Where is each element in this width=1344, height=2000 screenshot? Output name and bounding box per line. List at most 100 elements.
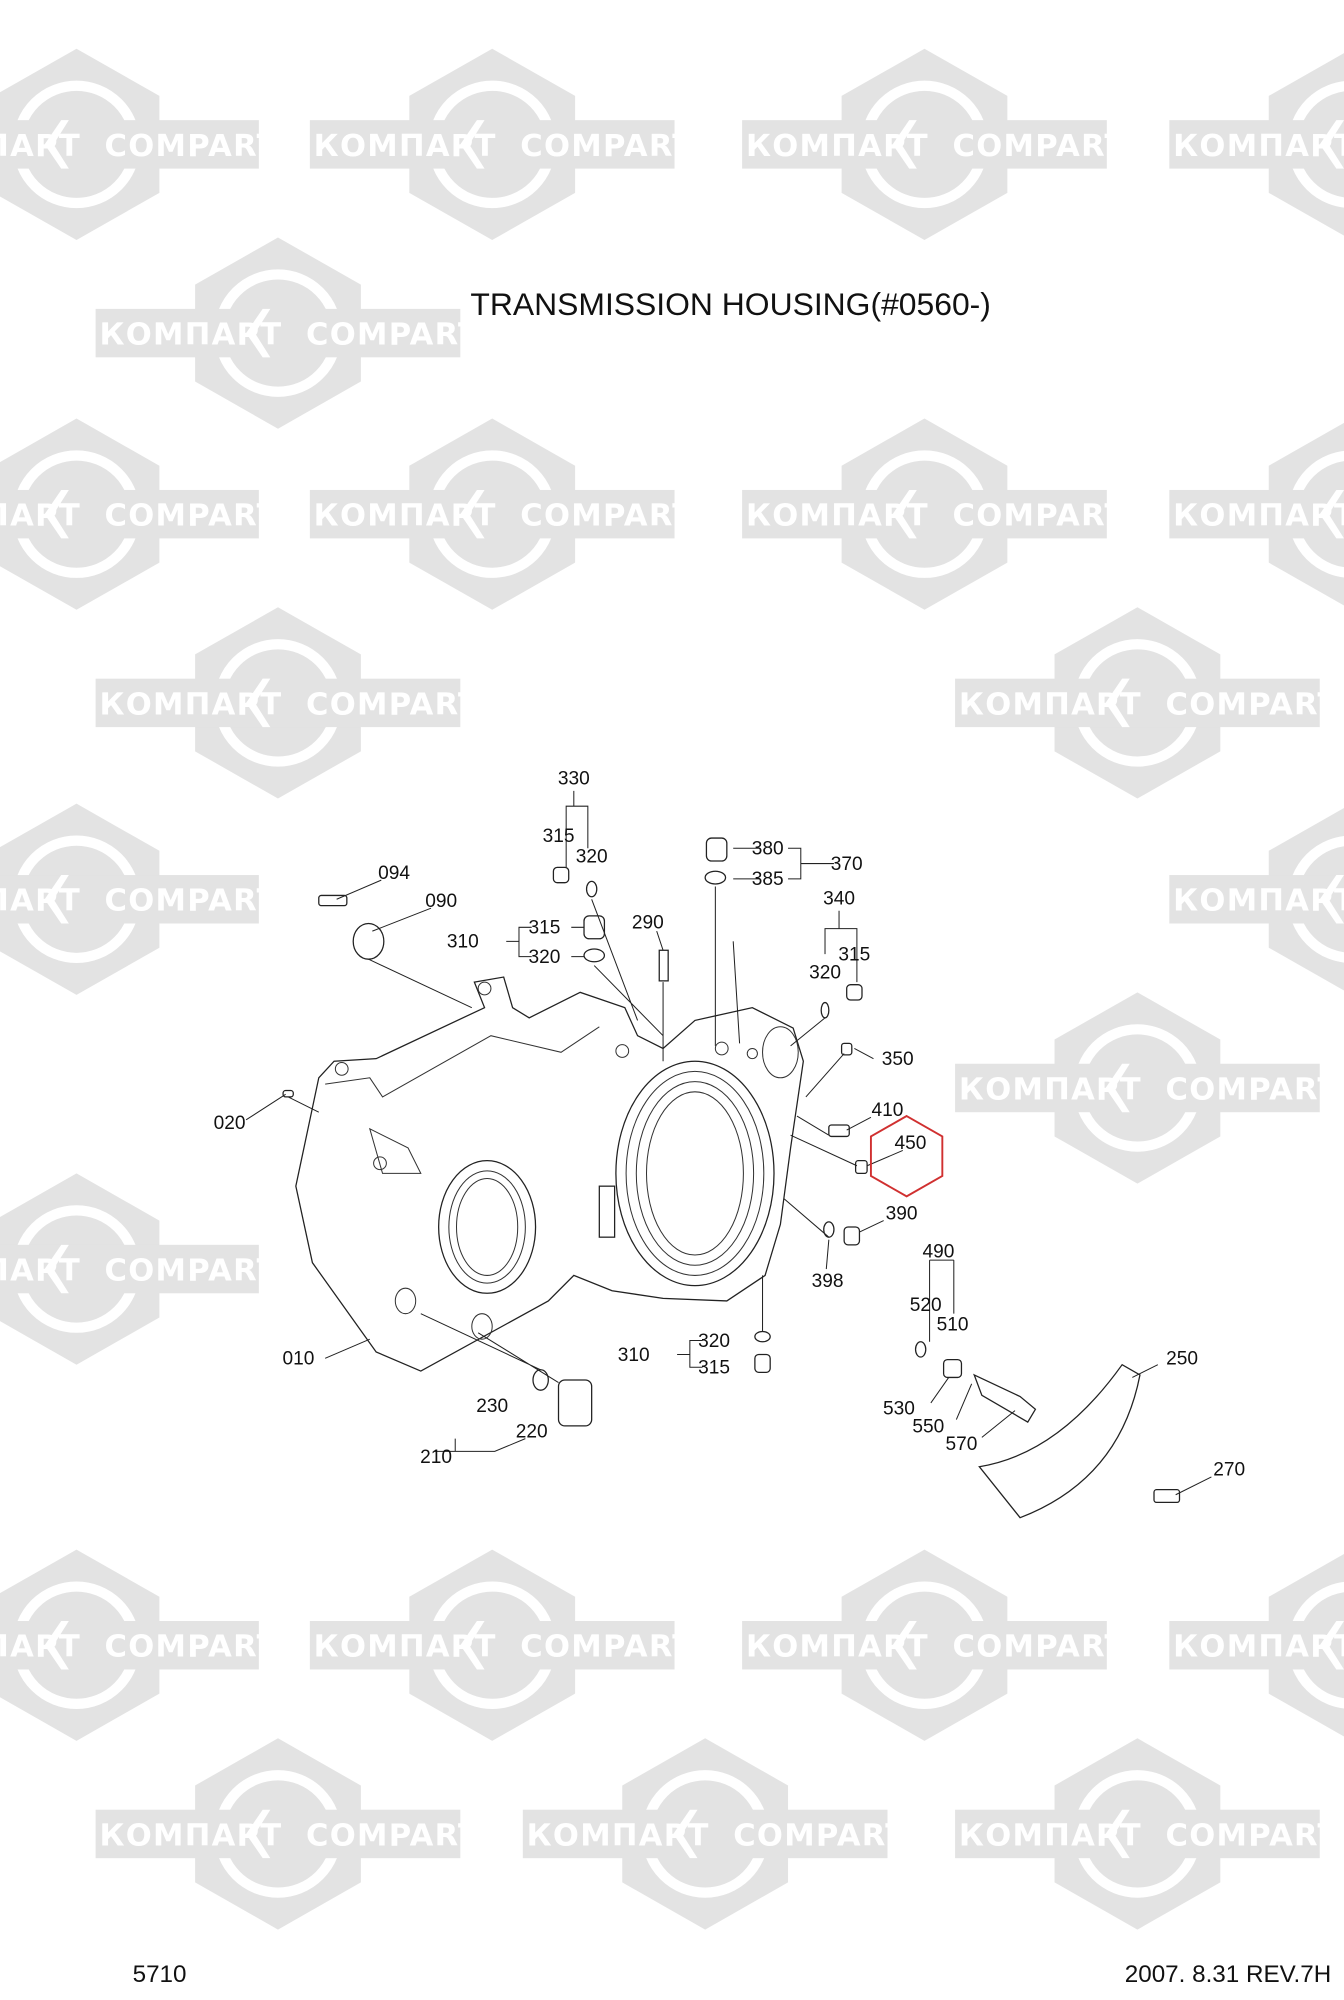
part-callout: 290	[632, 913, 664, 934]
part-callout: 530	[883, 1398, 915, 1419]
svg-text:КОМПАРТ: КОМПАРТ	[527, 1818, 710, 1853]
transmission-housing-drawing	[295, 976, 804, 1372]
svg-text:КОМПАРТ: КОМПАРТ	[746, 1630, 929, 1665]
svg-text:COMPART: COMPART	[306, 687, 480, 722]
watermark-logo: КОМПАРТ COMPART	[0, 803, 279, 995]
svg-text:КОМПАРТ: КОМПАРТ	[99, 318, 282, 353]
watermark-logo: КОМПАРТ COMPART	[309, 1549, 694, 1741]
highlight-hexagon	[869, 1114, 944, 1198]
svg-text:КОМПАРТ: КОМПАРТ	[1173, 499, 1344, 534]
svg-text:COMPART: COMPART	[105, 884, 279, 919]
callout-labels: 3303153200940903103153202903803853703403…	[214, 769, 1246, 1481]
svg-text:КОМПАРТ: КОМПАРТ	[1173, 1630, 1344, 1665]
leader-lines	[245, 790, 1212, 1496]
svg-text:КОМПАРТ: КОМПАРТ	[0, 1630, 81, 1665]
svg-text:КОМПАРТ: КОМПАРТ	[0, 1254, 81, 1289]
svg-text:COMPART: COMPART	[105, 499, 279, 534]
watermark-logo: КОМПАРТ COMPART	[95, 1738, 480, 1930]
part-callout: 315	[838, 944, 870, 965]
svg-text:COMPART: COMPART	[953, 1630, 1127, 1665]
part-callout: 320	[529, 947, 561, 968]
watermark-logo: КОМПАРТ COMPART	[0, 48, 279, 241]
part-callout: 010	[282, 1349, 314, 1370]
svg-text:КОМПАРТ: КОМПАРТ	[314, 499, 497, 534]
watermark-layer: КОМПАРТ COMPART КОМПАРТ COMPART КОМПАРТ COM…	[0, 48, 1344, 1930]
part-callout: 320	[698, 1331, 730, 1352]
part-callout: 250	[1166, 1349, 1198, 1370]
svg-text:COMPART: COMPART	[105, 1630, 279, 1665]
part-callout: 270	[1213, 1460, 1245, 1481]
watermark-logo: КОМПАРТ COMPART	[309, 48, 694, 241]
part-callout: 570	[946, 1434, 978, 1455]
part-callout: 310	[618, 1345, 650, 1366]
svg-text:COMPART: COMPART	[306, 318, 480, 353]
date-revision: 2007. 8.31 REV.7H	[1125, 1961, 1331, 1988]
svg-text:КОМПАРТ: КОМПАРТ	[1173, 884, 1344, 919]
svg-text:КОМПАРТ: КОМПАРТ	[99, 1818, 282, 1853]
part-callout: 220	[516, 1421, 548, 1442]
diagram-title: TRANSMISSION HOUSING(#0560-)	[470, 286, 990, 322]
part-callout: 450	[895, 1133, 927, 1154]
svg-text:COMPART: COMPART	[105, 1254, 279, 1289]
svg-text:КОМПАРТ: КОМПАРТ	[0, 129, 81, 164]
part-callout: 398	[812, 1271, 844, 1292]
svg-text:КОМПАРТ: КОМПАРТ	[314, 1630, 497, 1665]
svg-text:КОМПАРТ: КОМПАРТ	[746, 499, 929, 534]
part-callout: 310	[447, 932, 479, 953]
watermark-logo: КОМПАРТ COMPART	[0, 1549, 279, 1741]
page-number: 5710	[133, 1961, 187, 1988]
part-callout: 370	[831, 854, 863, 875]
svg-text:КОМПАРТ: КОМПАРТ	[959, 1072, 1142, 1107]
svg-text:КОМПАРТ: КОМПАРТ	[959, 687, 1142, 722]
watermark-logo: КОМПАРТ COMPART	[742, 1549, 1127, 1741]
watermark-logo: КОМПАРТ COMPART	[309, 418, 694, 610]
part-callout: 350	[882, 1049, 914, 1070]
part-callout: 330	[558, 769, 590, 790]
svg-text:COMPART: COMPART	[1165, 1818, 1339, 1853]
part-callout: 315	[529, 918, 561, 939]
svg-text:COMPART: COMPART	[1165, 1072, 1339, 1107]
watermark-logo: КОМПАРТ COMPART	[955, 607, 1339, 799]
svg-text:COMPART: COMPART	[520, 499, 694, 534]
part-callout: 090	[425, 891, 457, 912]
part-callout: 510	[937, 1314, 969, 1335]
svg-text:КОМПАРТ: КОМПАРТ	[314, 129, 497, 164]
part-callout: 520	[910, 1295, 942, 1316]
part-callout: 490	[923, 1242, 955, 1263]
watermark-logo: КОМПАРТ COMPART	[742, 418, 1127, 610]
svg-text:COMPART: COMPART	[520, 1630, 694, 1665]
svg-text:КОМПАРТ: КОМПАРТ	[99, 687, 282, 722]
watermark-logo: КОМПАРТ COMPART	[95, 607, 480, 799]
small-parts	[282, 837, 1181, 1519]
svg-text:КОМПАРТ: КОМПАРТ	[0, 884, 81, 919]
svg-text:КОМПАРТ: КОМПАРТ	[746, 129, 929, 164]
svg-text:COMPART: COMPART	[953, 499, 1127, 534]
part-callout: 550	[912, 1416, 944, 1437]
part-callout: 410	[872, 1100, 904, 1121]
svg-text:COMPART: COMPART	[105, 129, 279, 164]
part-callout: 320	[576, 846, 608, 867]
part-callout: 230	[476, 1396, 508, 1417]
watermark-logo: КОМПАРТ COMPART	[0, 1173, 279, 1365]
svg-text:COMPART: COMPART	[1165, 687, 1339, 722]
part-callout: 094	[378, 863, 410, 884]
svg-text:КОМПАРТ: КОМПАРТ	[0, 499, 81, 534]
part-callout: 390	[886, 1203, 918, 1224]
part-callout: 380	[752, 839, 784, 860]
part-callout: 315	[698, 1358, 730, 1379]
svg-text:COMPART: COMPART	[306, 1818, 480, 1853]
svg-text:COMPART: COMPART	[520, 129, 694, 164]
part-callout: 315	[543, 826, 575, 847]
part-callout: 210	[420, 1447, 452, 1468]
svg-text:КОМПАРТ: КОМПАРТ	[1173, 129, 1344, 164]
watermark-logo: КОМПАРТ COMPART	[0, 418, 279, 610]
part-callout: 020	[214, 1113, 246, 1134]
